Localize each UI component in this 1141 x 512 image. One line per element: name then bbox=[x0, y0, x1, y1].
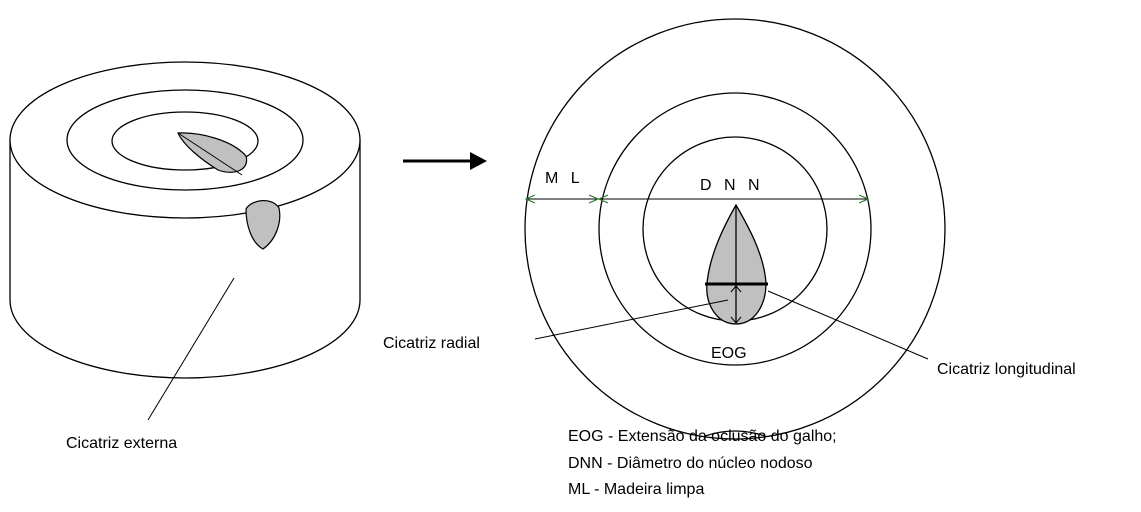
legend-item-ml: ML - Madeira limpa bbox=[568, 481, 705, 498]
external-scar-shape bbox=[245, 200, 281, 250]
external-scar-leader bbox=[147, 277, 235, 421]
legend-item-dnn: DNN - Diâmetro do núcleo nodoso bbox=[568, 454, 813, 472]
legend: EOG - Extensão da oclusão do galho; DNN … bbox=[568, 424, 837, 504]
eog-arrow-up bbox=[730, 285, 742, 293]
cross-section bbox=[524, 18, 946, 440]
transition-arrow bbox=[403, 152, 487, 170]
longitudinal-scar-label: Cicatriz longitudinal bbox=[937, 361, 1076, 378]
middle-ring bbox=[598, 92, 872, 366]
longitudinal-scar-leader bbox=[767, 290, 929, 360]
external-scar-label: Cicatriz externa bbox=[66, 435, 177, 452]
dnn-label: D N N bbox=[700, 177, 764, 194]
log-cylinder bbox=[9, 61, 361, 379]
radial-scar-label: Cicatriz radial bbox=[383, 335, 480, 352]
top-growth-ring-outer bbox=[66, 89, 304, 191]
bottom-notch bbox=[704, 430, 766, 437]
legend-item-eog: EOG - Extensão da oclusão do galho; bbox=[568, 428, 837, 445]
eog-arrow-down bbox=[730, 316, 742, 324]
eog-label: EOG bbox=[711, 345, 747, 362]
top-growth-ring-inner bbox=[111, 111, 259, 171]
top-knot-scar bbox=[177, 132, 248, 173]
radial-scar-leader bbox=[534, 299, 729, 340]
outer-ring bbox=[524, 18, 946, 440]
top-knot-axis bbox=[177, 132, 243, 176]
cylinder-body bbox=[9, 140, 361, 379]
ml-label: M L bbox=[545, 170, 584, 187]
